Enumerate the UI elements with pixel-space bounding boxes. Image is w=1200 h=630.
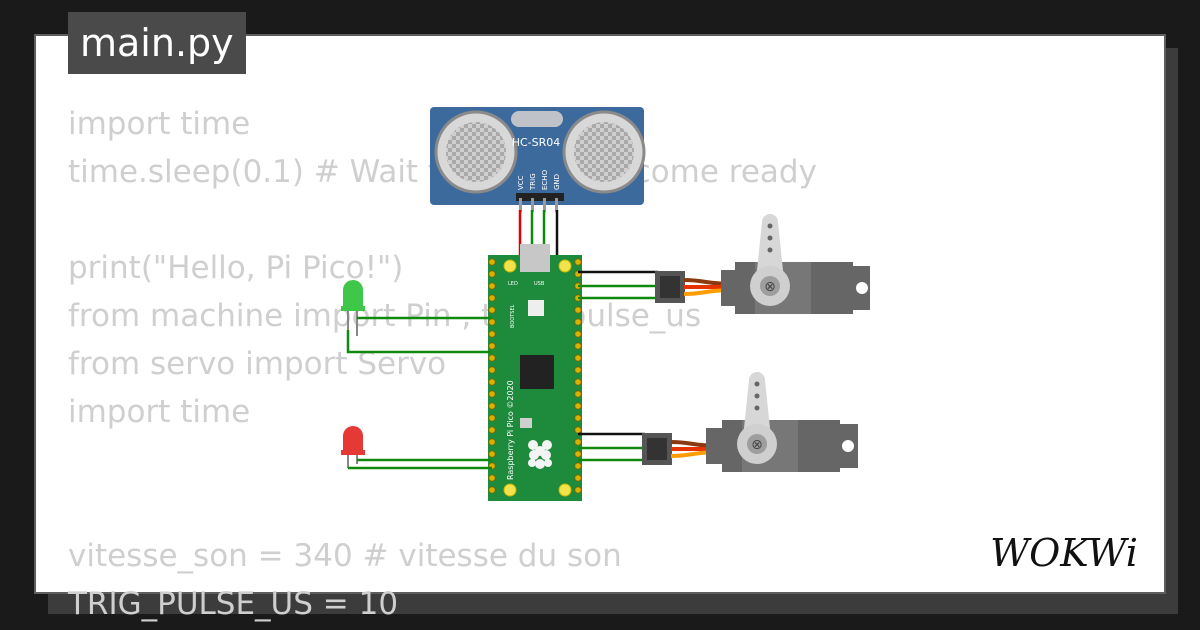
- pico-pin-pad[interactable]: [574, 486, 582, 494]
- servo-motor-top[interactable]: ⊗: [655, 214, 870, 314]
- sensor-pin-label: ECHO: [541, 169, 549, 190]
- pico-pin-pad[interactable]: [574, 414, 582, 422]
- pico-pin-pad[interactable]: [574, 390, 582, 398]
- pico-pin-pad[interactable]: [574, 306, 582, 314]
- pico-pin-pad[interactable]: [488, 390, 496, 398]
- pico-pin-pad[interactable]: [488, 330, 496, 338]
- sensor-crystal: [511, 111, 563, 127]
- code-line: print("Hello, Pi Pico!"): [68, 250, 404, 286]
- pico-board[interactable]: LED USB BOOTSEL Raspberry Pi Pico ©2020: [488, 244, 582, 501]
- wokwi-logo[interactable]: WOKWi: [978, 526, 1150, 578]
- sensor-model-label: HC-SR04: [512, 136, 561, 149]
- pico-pin-pad[interactable]: [574, 438, 582, 446]
- sensor-pin-label: TRIG: [529, 173, 537, 191]
- code-line: from servo import Servo: [68, 346, 447, 382]
- servo-screw-icon: ⊗: [751, 437, 763, 453]
- pico-rp2040-chip: [520, 355, 554, 389]
- sensor-pin: [531, 198, 534, 212]
- pico-pin-pad[interactable]: [574, 402, 582, 410]
- pico-pin-pad[interactable]: [488, 366, 496, 374]
- pico-usb-label: USB: [534, 281, 545, 287]
- pico-mount-hole: [503, 483, 517, 497]
- code-line: import time: [68, 106, 251, 142]
- code-line: vitesse_son = 340 # vitesse du son: [68, 538, 622, 574]
- sensor-mesh-left: [446, 122, 506, 182]
- pico-mount-hole: [558, 483, 572, 497]
- pico-pin-pad[interactable]: [574, 450, 582, 458]
- pico-pin-pad[interactable]: [488, 354, 496, 362]
- pico-pin-pad[interactable]: [488, 342, 496, 350]
- pico-pin-pad[interactable]: [488, 318, 496, 326]
- pico-bootsel-button: [528, 300, 544, 316]
- code-line: TRIG_PULSE_US = 10: [68, 586, 399, 622]
- sensor-pin: [543, 198, 546, 212]
- pico-usb-connector: [520, 244, 550, 272]
- pico-pin-pad[interactable]: [574, 258, 582, 266]
- pico-mount-hole: [503, 259, 517, 273]
- green-led[interactable]: [341, 280, 365, 336]
- pico-pin-pad[interactable]: [488, 378, 496, 386]
- sensor-pin: [519, 198, 522, 212]
- servo-horn: [743, 372, 771, 438]
- raspberry-logo-icon: [528, 440, 552, 469]
- led-wires: [346, 316, 492, 470]
- pico-pin-pad[interactable]: [574, 318, 582, 326]
- red-led[interactable]: [341, 426, 365, 468]
- pico-pin-pad[interactable]: [488, 306, 496, 314]
- pico-pin-pad[interactable]: [488, 474, 496, 482]
- pico-debug-pad: [520, 418, 532, 428]
- ultrasonic-sensor[interactable]: HC-SR04 VCC TRIG ECHO GND: [430, 107, 646, 212]
- wokwi-logo-text: WOKWi: [990, 531, 1138, 575]
- sensor-pin: [555, 198, 558, 212]
- servo-horn: [756, 214, 784, 280]
- pico-pin-pad[interactable]: [574, 378, 582, 386]
- pico-led-label: LED: [508, 281, 518, 287]
- pico-pin-pad[interactable]: [574, 426, 582, 434]
- sensor-mesh-right: [574, 122, 634, 182]
- pico-pin-pad[interactable]: [574, 354, 582, 362]
- pico-pin-pad[interactable]: [574, 366, 582, 374]
- pico-pin-pad[interactable]: [574, 342, 582, 350]
- pico-pin-pad[interactable]: [488, 486, 496, 494]
- sensor-pin-label: GND: [553, 174, 561, 190]
- pico-pin-pad[interactable]: [488, 402, 496, 410]
- file-tab-main-py[interactable]: main.py: [68, 12, 246, 74]
- pico-board-label: Raspberry Pi Pico ©2020: [506, 380, 515, 480]
- pico-pin-pad[interactable]: [574, 474, 582, 482]
- pico-pin-pad[interactable]: [488, 414, 496, 422]
- pico-pin-pad[interactable]: [488, 270, 496, 278]
- wire-green-led-anode: [346, 330, 492, 354]
- pico-pin-pad[interactable]: [488, 426, 496, 434]
- pico-pin-pad[interactable]: [488, 438, 496, 446]
- servo-wires: [578, 270, 658, 462]
- servo-motor-bottom[interactable]: ⊗: [642, 372, 858, 472]
- sensor-pin-label: VCC: [517, 175, 525, 190]
- pico-pin-pad[interactable]: [574, 330, 582, 338]
- pico-pin-pad[interactable]: [488, 282, 496, 290]
- pico-pin-pad[interactable]: [574, 462, 582, 470]
- pico-bootsel-label: BOOTSEL: [510, 304, 516, 328]
- pico-pin-pad[interactable]: [488, 258, 496, 266]
- pico-pin-pad[interactable]: [488, 450, 496, 458]
- pico-pin-pad[interactable]: [488, 294, 496, 302]
- servo-screw-icon: ⊗: [764, 279, 776, 295]
- code-line: import time: [68, 394, 251, 430]
- pico-mount-hole: [558, 259, 572, 273]
